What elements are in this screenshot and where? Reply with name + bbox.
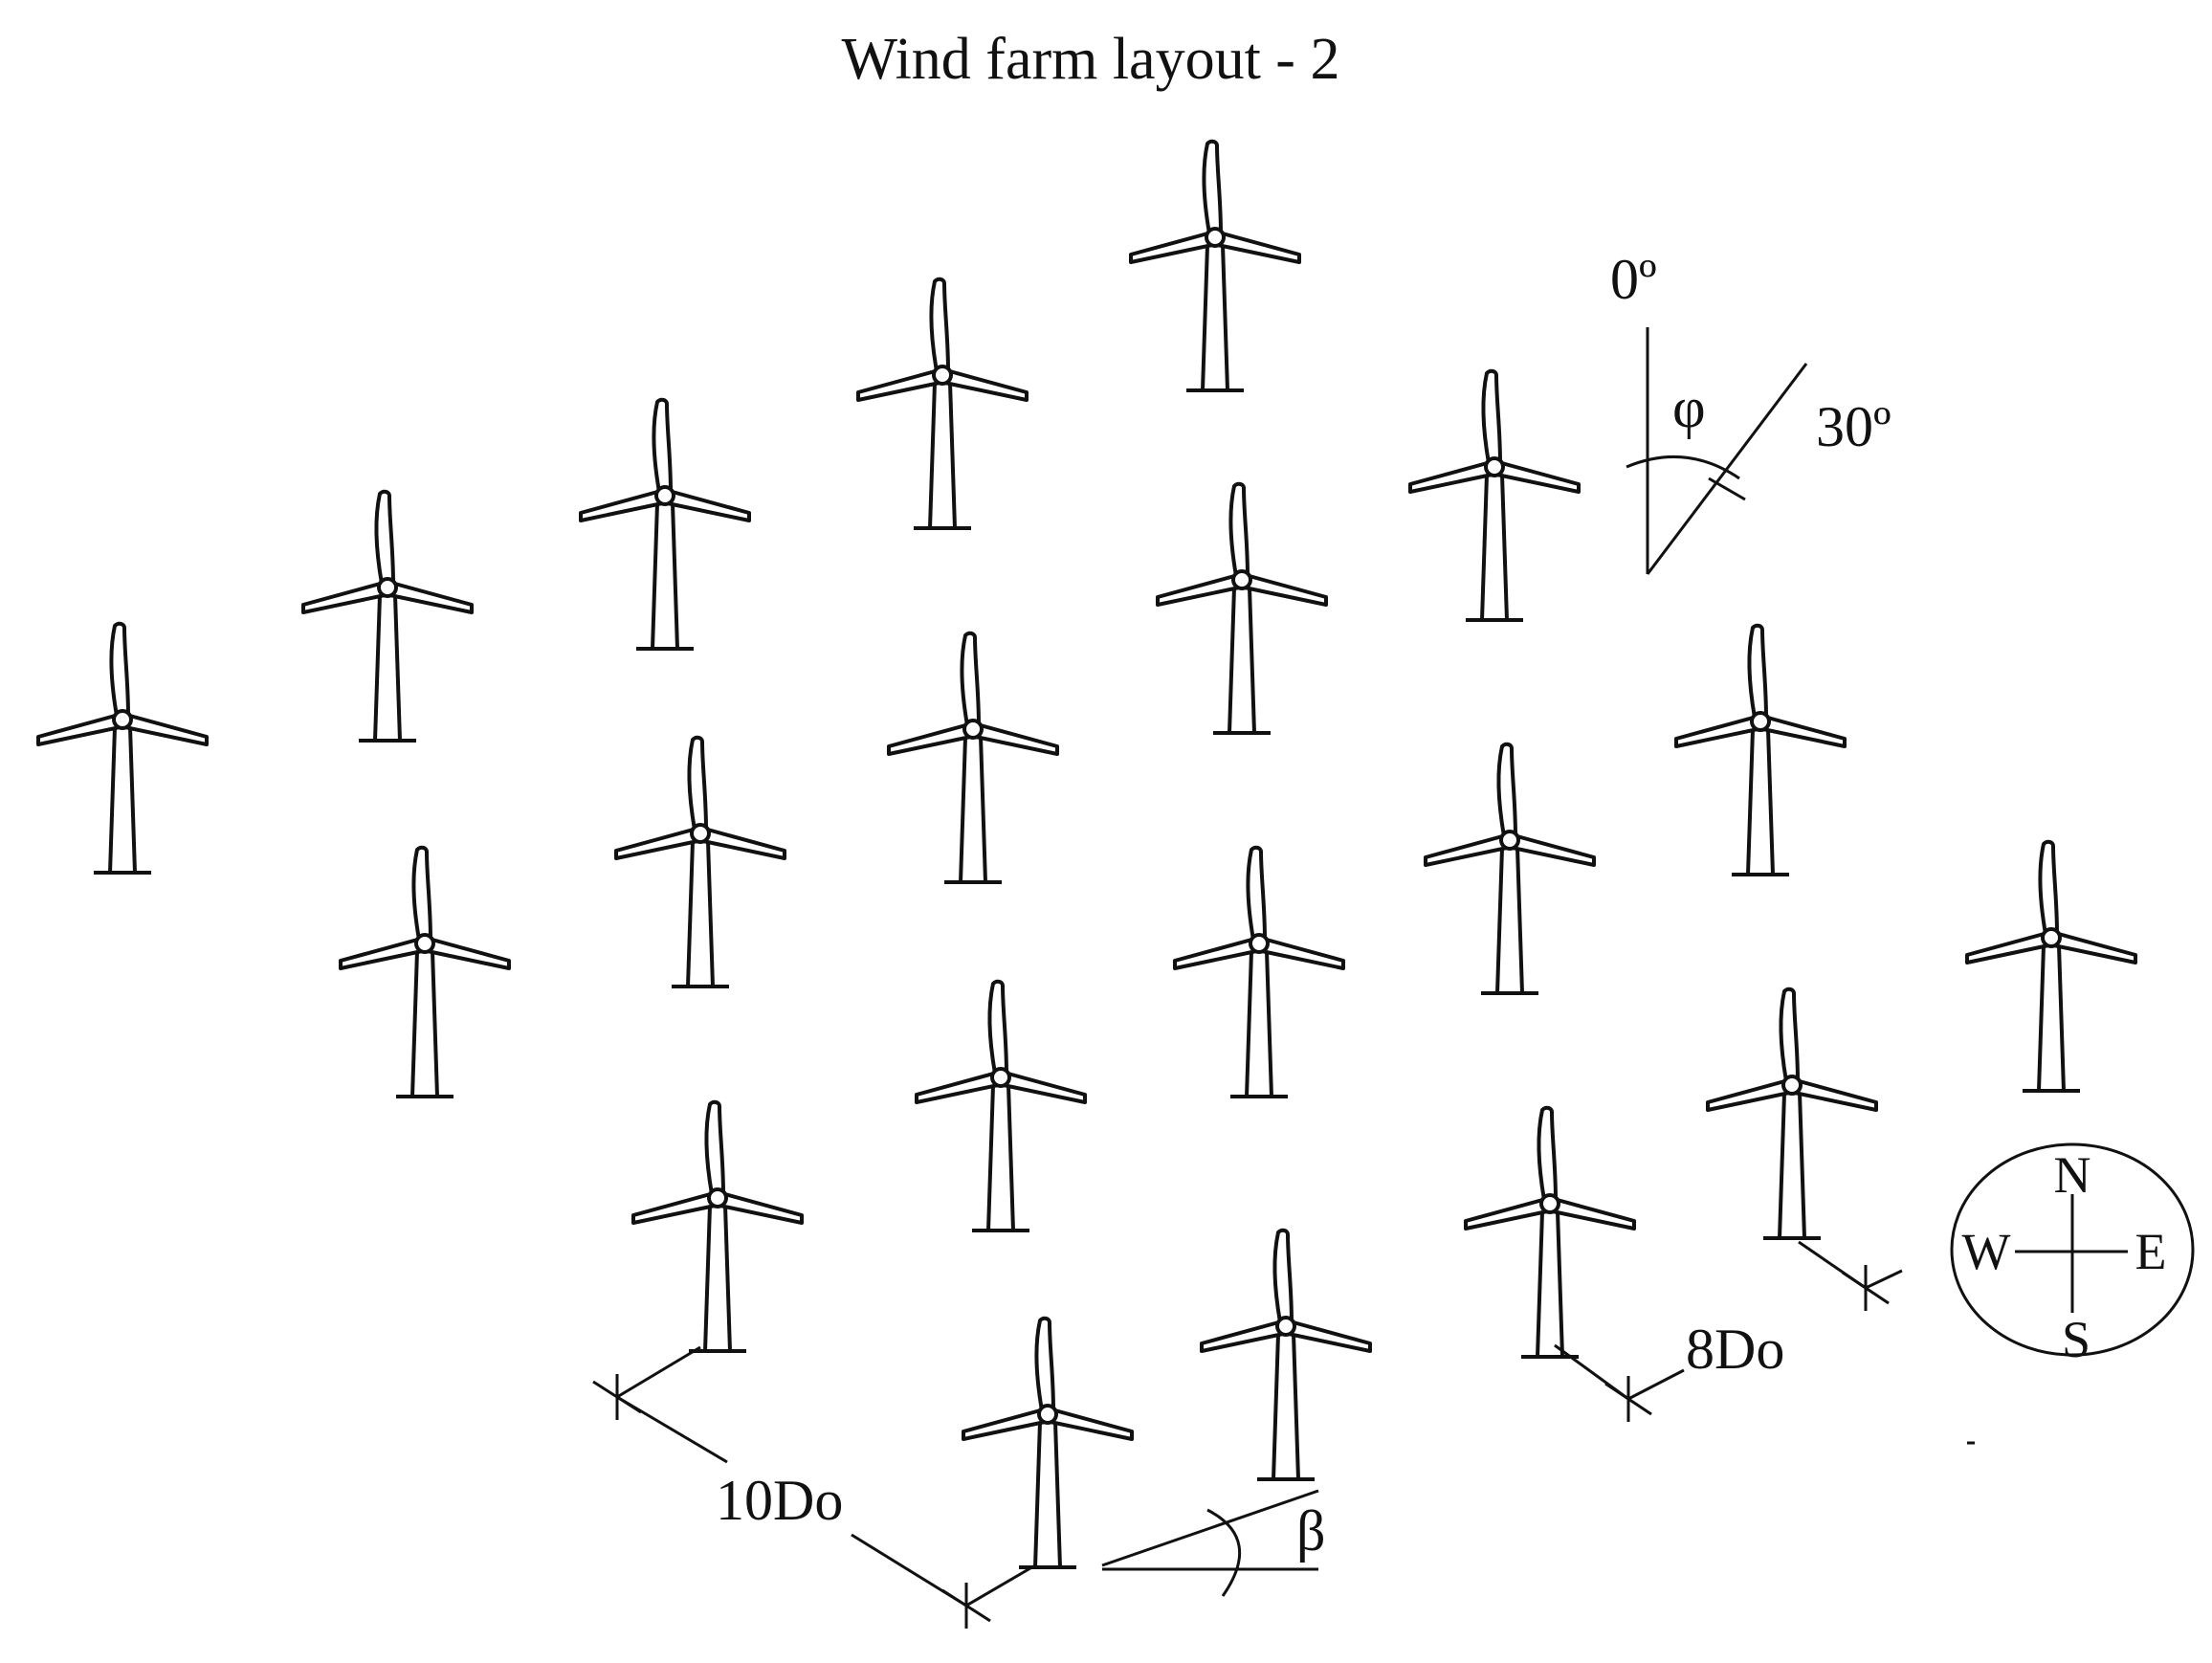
- wind-turbine-icon: [1965, 839, 2137, 1093]
- compass-west-label: W: [1962, 1223, 2011, 1280]
- phi-angle-indicator: 0º 30º φ: [1610, 248, 1891, 575]
- wind-turbine-icon: [339, 845, 511, 1098]
- wind-turbine-icon: [301, 489, 474, 743]
- wind-turbine-icon: [1464, 1105, 1636, 1359]
- wind-turbine-icon: [1424, 742, 1596, 995]
- compass-north-label: N: [2054, 1146, 2091, 1204]
- angle-thirty-label: 30º: [1816, 395, 1891, 458]
- wind-turbine-icon: [579, 397, 751, 651]
- compass-south-label: S: [2062, 1311, 2090, 1368]
- compass-east-label: E: [2135, 1223, 2167, 1280]
- wind-turbine-icon: [856, 277, 1029, 530]
- beta-angle-indicator: β: [1101, 1489, 1326, 1597]
- diagram-title: Wind farm layout - 2: [842, 27, 1340, 92]
- wind-turbine-icon: [887, 631, 1059, 884]
- row-spacing-dimension: 10Do: [592, 1345, 1036, 1629]
- wind-turbine-icon: [36, 621, 209, 875]
- beta-label: β: [1296, 1499, 1326, 1563]
- column-spacing-label: 8Do: [1686, 1318, 1784, 1381]
- compass: N S W E: [1950, 1142, 2195, 1368]
- wind-turbine-icon: [1674, 623, 1847, 876]
- row-spacing-label: 10Do: [716, 1469, 843, 1532]
- wind-turbine-icon: [631, 1099, 804, 1353]
- angle-zero-label: 0º: [1610, 248, 1657, 311]
- wind-turbine-icon: [1200, 1228, 1372, 1481]
- wind-turbine-icon: [1156, 481, 1328, 735]
- wind-turbine-icon: [962, 1316, 1134, 1569]
- wind-turbine-icon: [1129, 139, 1301, 393]
- wind-turbine-icon: [614, 735, 786, 988]
- wind-turbine-icon: [915, 979, 1087, 1232]
- wind-turbine-icon: [1706, 987, 1878, 1240]
- wind-turbine-icon: [1408, 368, 1581, 622]
- phi-label: φ: [1672, 376, 1706, 439]
- turbines: [36, 139, 2137, 1569]
- wind-turbine-icon: [1173, 845, 1345, 1098]
- column-spacing-dimension: 8Do: [1554, 1240, 1903, 1422]
